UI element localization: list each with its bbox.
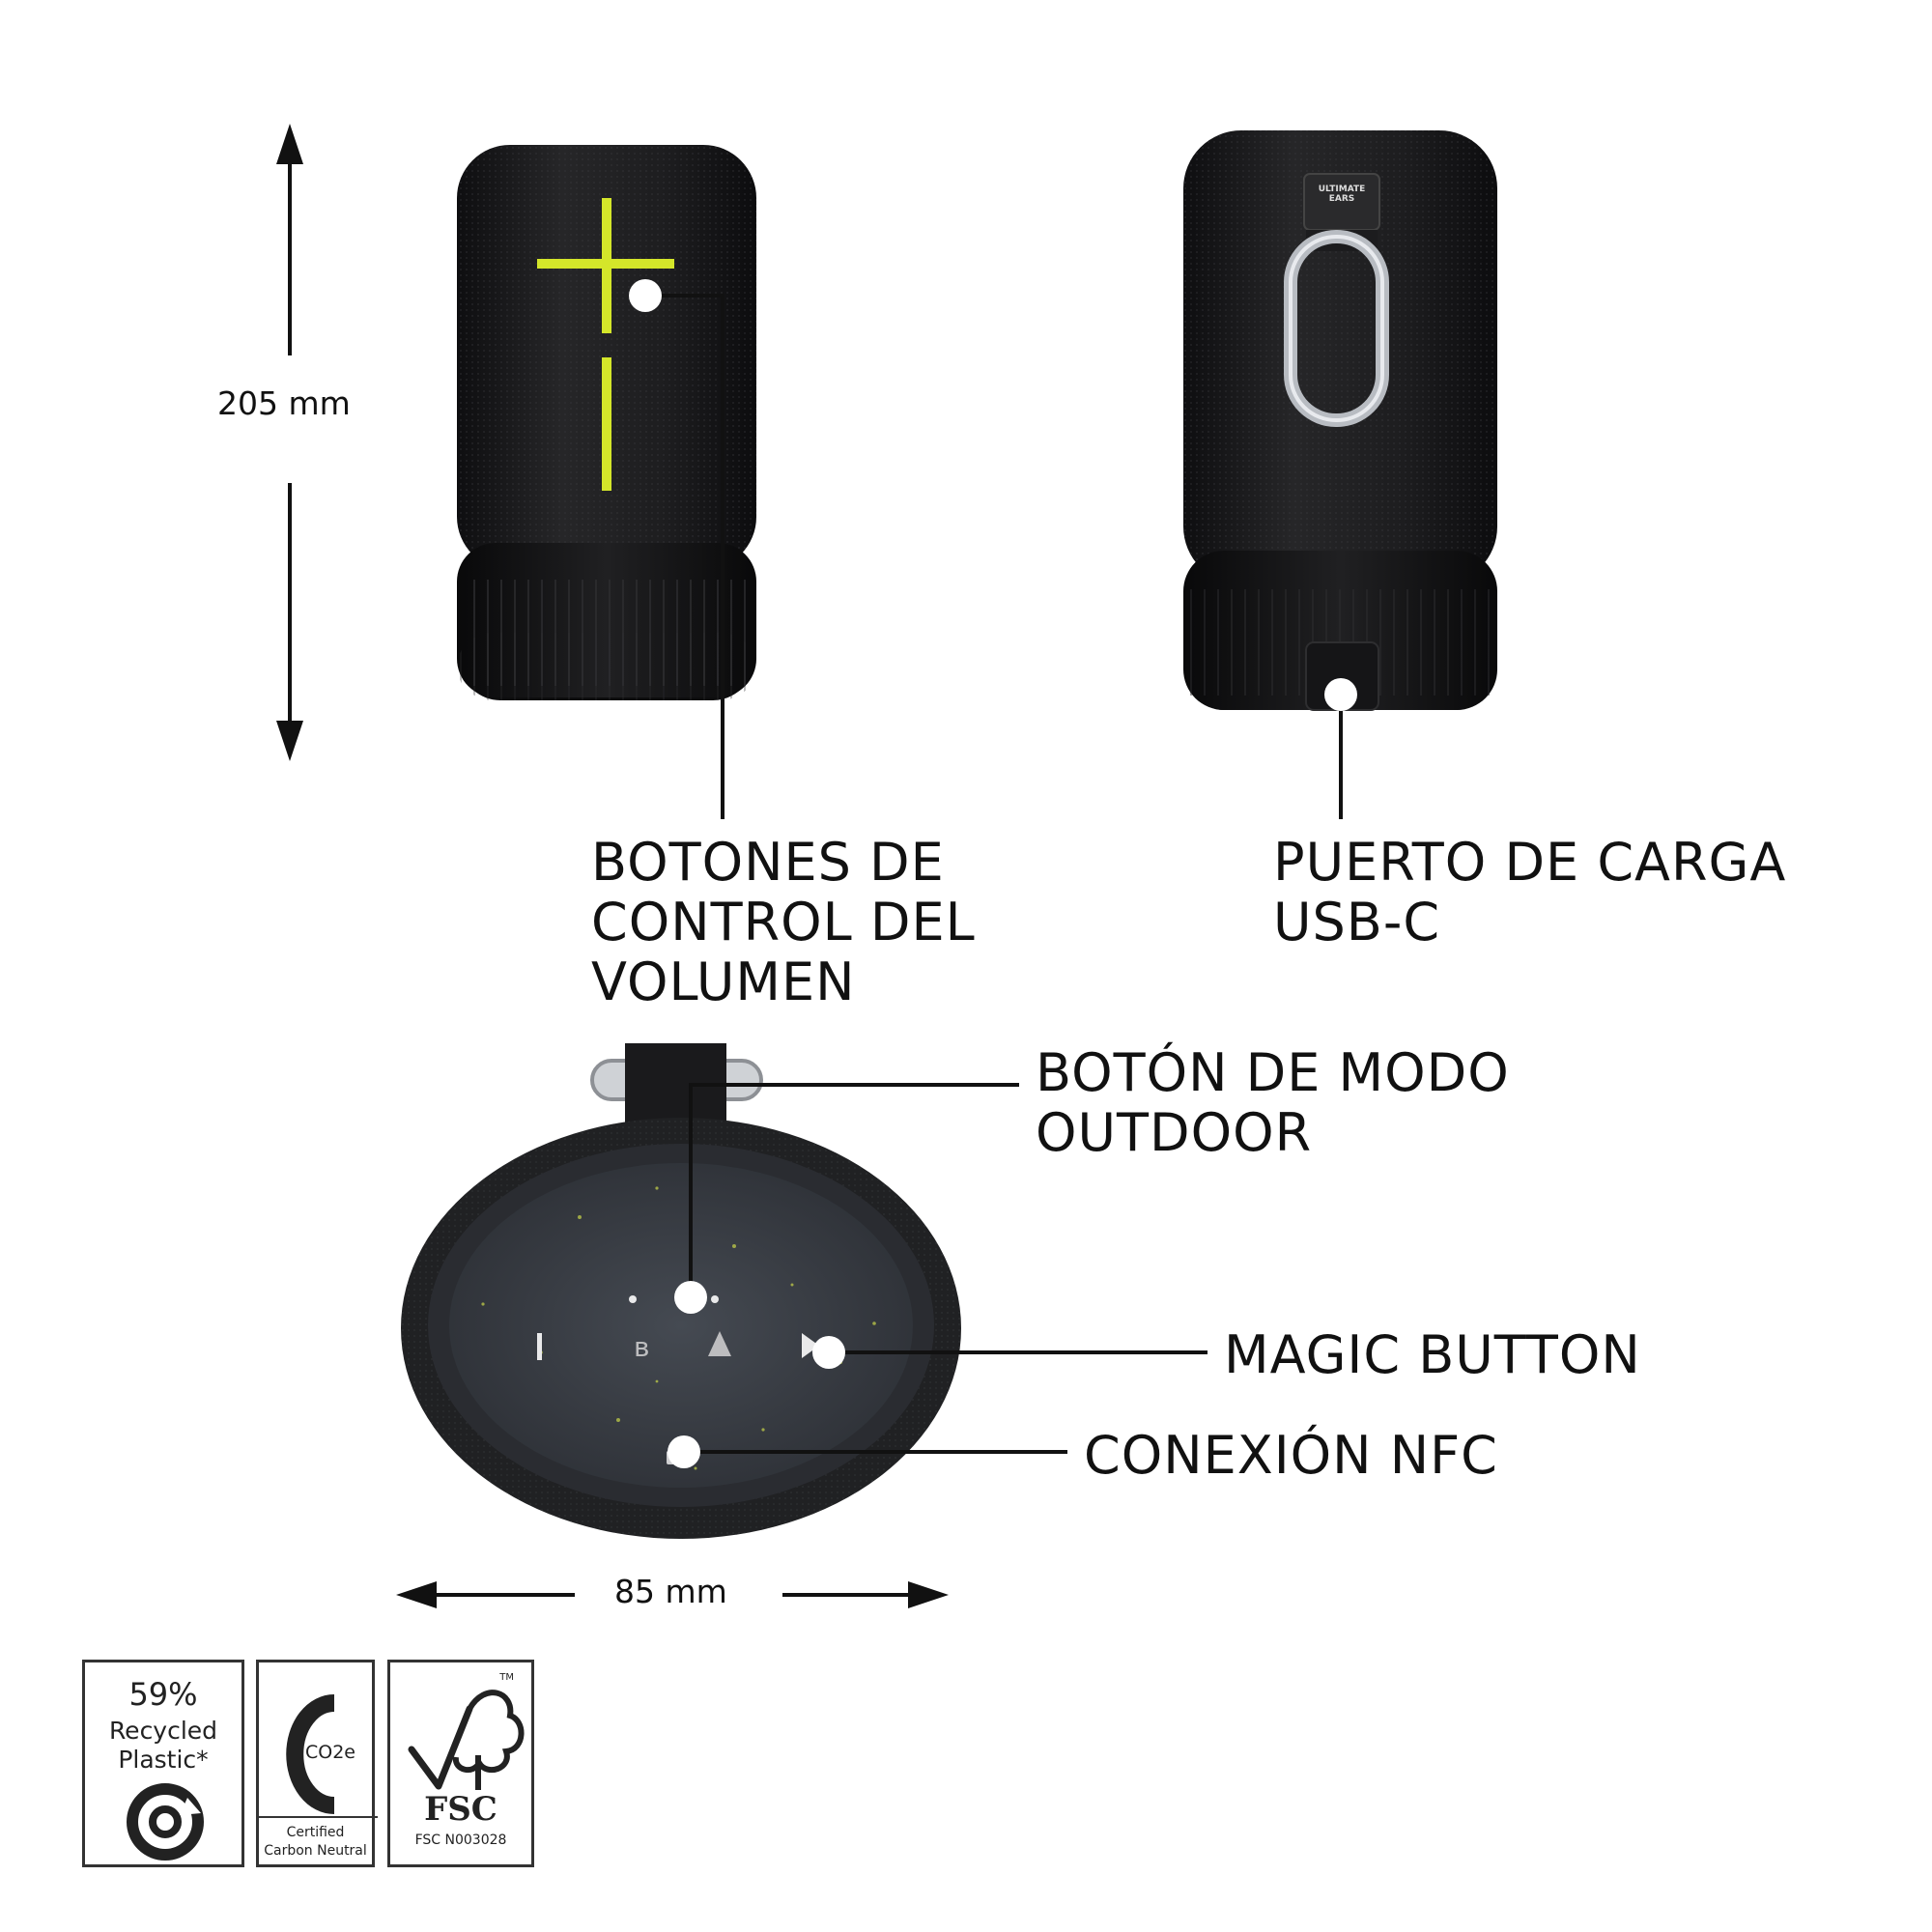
- recycled-line1: Recycled: [108, 1717, 218, 1745]
- callout-leaders: [647, 294, 1343, 1454]
- carbon-line1: Certified: [286, 1825, 345, 1840]
- brand-tag: ULTIMATE EARS: [1318, 185, 1366, 204]
- speaker-bottom-view: ʙ: [401, 1043, 961, 1539]
- callout-dots: [629, 279, 1357, 1468]
- recycled-percent: 59%: [128, 1676, 198, 1713]
- fsc-code: FSC N003028: [414, 1833, 507, 1848]
- recycle-icon: [127, 1783, 204, 1861]
- speaker-front-view: [457, 145, 756, 700]
- usb-c-port-label: PUERTO DE CARGA USB-C: [1273, 832, 1787, 952]
- width-dimension-arrow: [396, 1581, 949, 1608]
- magic-button-label: MAGIC BUTTON: [1224, 1324, 1641, 1385]
- outdoor-mode-button-label: BOTÓN DE MODO OUTDOOR: [1036, 1042, 1510, 1163]
- co2e-symbol: CO2e: [305, 1742, 355, 1763]
- volume-buttons-label: BOTONES DE CONTROL DEL VOLUMEN: [591, 832, 976, 1012]
- fsc-badge: TM FSC FSC N003028: [387, 1660, 534, 1867]
- fsc-tm: TM: [499, 1672, 514, 1683]
- fsc-tree-icon: [408, 1690, 525, 1790]
- bluetooth-icon: ʙ: [634, 1331, 649, 1363]
- recycled-line2: Plastic*: [118, 1746, 209, 1774]
- carbon-neutral-badge: CO2e Certified Carbon Neutral: [256, 1660, 378, 1867]
- width-label: 85 mm: [614, 1573, 727, 1610]
- volume-down-icon: [602, 357, 611, 491]
- height-label: 205 mm: [217, 384, 351, 422]
- speaker-back-view: [1183, 130, 1497, 711]
- nfc-connection-label: CONEXIÓN NFC: [1084, 1425, 1498, 1486]
- power-icon: [537, 1333, 542, 1360]
- fsc-logo-text: FSC: [424, 1790, 497, 1829]
- carbon-c-logo: [259, 1694, 378, 1818]
- play-pause-icon: [802, 1333, 819, 1358]
- carbon-line2: Carbon Neutral: [264, 1843, 367, 1859]
- recycled-plastic-badge: 59% Recycled Plastic*: [82, 1660, 244, 1867]
- outdoor-mode-icon: [708, 1331, 731, 1356]
- height-dimension-arrow: [276, 124, 303, 761]
